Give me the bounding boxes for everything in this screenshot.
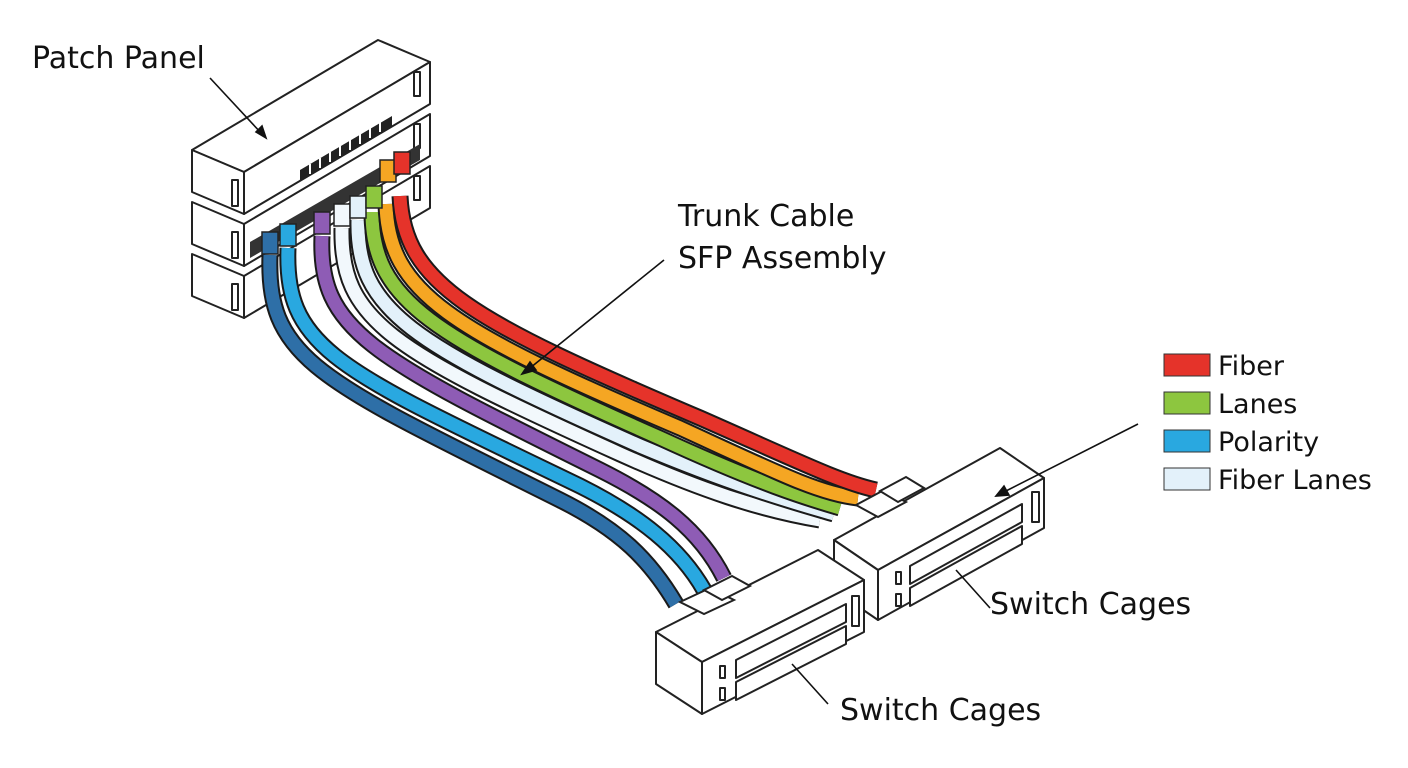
cable-connector [279,223,297,247]
cable-connector [313,211,331,235]
legend-label: Fiber [1218,351,1285,382]
legend-swatch [1163,353,1211,377]
cable-white [335,227,822,527]
sfp-assembly-label: SFP Assembly [678,241,887,276]
switch-cages-left-leader [791,663,829,705]
legend-label: Lanes [1218,389,1297,420]
patch-panel-leader [209,77,263,135]
cable-purple [315,235,730,581]
cable-bundle [261,151,878,609]
legend-swatch [1163,467,1211,491]
cable-connector [365,185,383,209]
patch-panel-label: Patch Panel [32,41,205,76]
cable-green [365,211,842,515]
cable-connector [261,231,279,255]
cable-dark-blue [263,254,682,608]
trunk-cable-leader [529,259,665,369]
cable-orange [379,203,859,505]
legend-swatch [1163,429,1211,453]
cable-red [393,195,878,497]
switch-cage-left [655,549,865,715]
switch-right-leader [1003,423,1139,493]
switch-cage-right [833,447,1045,621]
switch-cages-right-leader [955,569,991,609]
cable-blue [281,247,710,594]
cable-connector [349,195,367,219]
switch-cages-right-label: Switch Cages [990,587,1191,622]
trunk-cable-label: Trunk Cable [677,199,854,234]
cable-connector [393,151,411,175]
cable-connector [333,203,351,227]
legend-swatch [1163,391,1211,415]
cable-light-blue [351,219,836,521]
legend-label: Polarity [1218,427,1319,458]
switch-cages-left-label: Switch Cages [840,693,1041,728]
legend-label: Fiber Lanes [1218,465,1372,496]
